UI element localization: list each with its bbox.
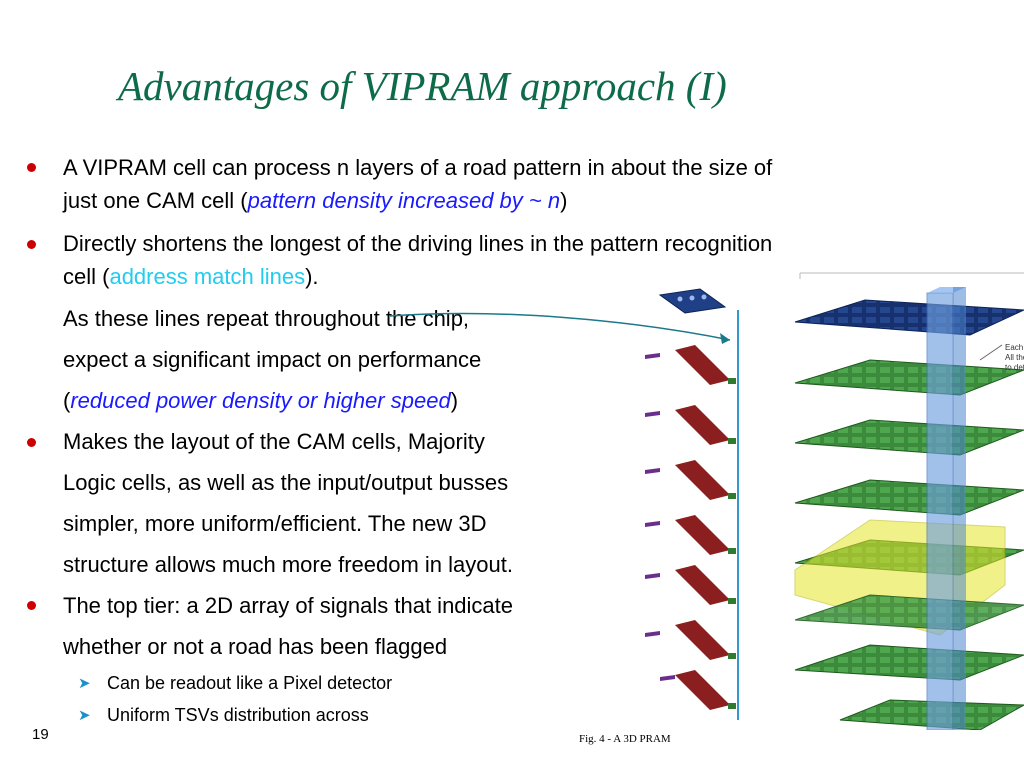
sub-bullet-1-arrow-icon: ➤ bbox=[78, 675, 91, 692]
bullet-4-marker bbox=[27, 601, 36, 610]
3d-pram-figure: Each All the to det bbox=[645, 272, 1024, 730]
bullet-1-line-2-text: just one CAM cell ( bbox=[63, 188, 248, 213]
slide-title: Advantages of VIPRAM approach (I) bbox=[118, 63, 727, 109]
bullet-2-line-4: expect a significant impact on performan… bbox=[63, 347, 482, 372]
bullet-1-line-2: just one CAM cell (pattern density incre… bbox=[63, 184, 567, 217]
bullet-2-line-1: Directly shortens the longest of the dri… bbox=[63, 231, 773, 256]
bullet-1-marker bbox=[27, 163, 36, 172]
bullet-3-line-4: structure allows much more freedom in la… bbox=[63, 552, 513, 577]
bullet-3-line-3: simpler, more uniform/efficient. The new… bbox=[63, 511, 487, 536]
figure-label-1: Each bbox=[1005, 343, 1023, 352]
pointer-arrow bbox=[389, 312, 731, 344]
address-match-lines-emphasis: address match lines bbox=[109, 264, 306, 289]
pattern-density-emphasis: pattern density increased by ~ n bbox=[247, 188, 561, 213]
bullet-3-line-1: Makes the layout of the CAM cells, Major… bbox=[63, 429, 485, 454]
bullet-3-line-2: Logic cells, as well as the input/output… bbox=[63, 470, 509, 495]
bullet-2-marker bbox=[27, 240, 36, 249]
bullet-2-line-2-text: cell ( bbox=[63, 264, 110, 289]
bullet-2-line-5: (reduced power density or higher speed) bbox=[63, 384, 458, 417]
bullet-2-line-5-open: ( bbox=[63, 388, 71, 413]
sub-bullet-2: Uniform TSVs distribution across bbox=[107, 705, 369, 725]
bullet-1-line-2-close: ) bbox=[560, 188, 568, 213]
sub-bullet-1: Can be readout like a Pixel detector bbox=[107, 673, 393, 693]
figure-label-2: All the bbox=[1005, 353, 1024, 362]
bullet-2-line-5-close: ) bbox=[450, 388, 459, 413]
bullet-4-line-2: whether or not a road has been flagged bbox=[63, 634, 448, 659]
bullet-1-line-1: A VIPRAM cell can process n layers of a … bbox=[63, 155, 773, 180]
schematic-tiers bbox=[645, 288, 739, 720]
bullet-3-marker bbox=[27, 438, 36, 447]
sub-bullet-2-arrow-icon: ➤ bbox=[78, 707, 91, 724]
bullet-2-line-2-close: ). bbox=[305, 264, 319, 289]
bullet-2-line-3: As these lines repeat throughout the chi… bbox=[63, 306, 470, 331]
bullet-4-line-1: The top tier: a 2D array of signals that… bbox=[63, 593, 514, 618]
bullet-2-line-2: cell (address match lines). bbox=[63, 260, 319, 293]
power-density-emphasis: reduced power density or higher speed bbox=[70, 388, 451, 413]
figure-label-3: to det bbox=[1005, 363, 1024, 372]
figure-caption: Fig. 4 - A 3D PRAM bbox=[579, 733, 671, 745]
chip-stack bbox=[794, 272, 1024, 730]
slide-number: 19 bbox=[32, 726, 49, 743]
